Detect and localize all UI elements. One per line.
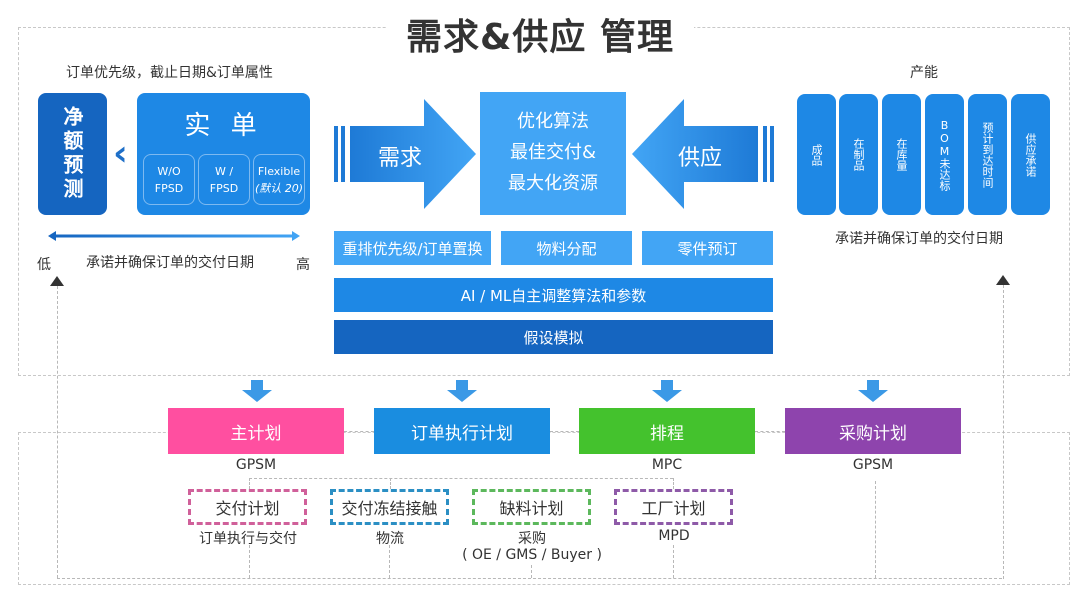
plan-master: 主计划: [168, 408, 344, 454]
supply-arrow-label: 供应: [678, 146, 723, 171]
plan-owner: GPSM: [235, 457, 277, 473]
plan-owner: MPC: [651, 457, 683, 473]
subplan-down-connector: [389, 545, 390, 578]
priority-scale-arrow-icon: [48, 231, 300, 241]
capacity-label: 成品: [810, 143, 823, 166]
procurement-connector: [875, 481, 876, 578]
capacity-caption: 产能: [910, 65, 938, 81]
capacity-inventory: 在库量: [882, 94, 921, 215]
actual-orders-title: 实 单: [184, 111, 263, 141]
feedback-arrow-up-icon: [50, 276, 64, 286]
capacity-wip: 在制品: [839, 94, 878, 215]
demand-arrow-label: 需求: [378, 146, 423, 171]
net-forecast-box: 净额预测: [38, 93, 107, 215]
order-type-line: FPSD: [154, 181, 184, 195]
plan-owner: GPSM: [852, 457, 894, 473]
subplan-connector: [390, 478, 391, 489]
subplan-connector: [673, 478, 674, 489]
capacity-finished-goods: 成品: [797, 94, 836, 215]
plan-row-connector: [755, 431, 785, 432]
capacity-bottom-caption: 承诺并确保订单的交付日期: [835, 231, 1003, 247]
plan-scheduling: 排程: [579, 408, 755, 454]
order-type-line: W/O: [157, 164, 181, 178]
subplan-owner: 采购: [518, 531, 546, 547]
scale-low-label: 低: [37, 257, 51, 273]
core-line: 优化算法: [517, 111, 589, 132]
order-type-line: FPSD: [209, 181, 239, 195]
plan-procurement: 采购计划: [785, 408, 961, 454]
capacity-label: 在库量: [895, 138, 908, 171]
subplan-delivery-freeze: 交付冻结接触: [330, 489, 449, 525]
down-arrow-icon: [242, 380, 272, 402]
order-type-flexible: Flexible (默认 20): [253, 154, 305, 205]
down-arrow-icon: [858, 380, 888, 402]
left-caption: 订单优先级，截止日期&订单属性: [66, 65, 273, 81]
ai-ml-bar: AI / ML自主调整算法和参数: [334, 278, 773, 312]
capacity-label: 供应承诺: [1024, 132, 1037, 177]
optimization-core-box: 优化算法 最佳交付& 最大化资源: [480, 92, 626, 215]
order-type-wo-fpsd: W/O FPSD: [143, 154, 195, 205]
subplan-connector: [249, 478, 673, 479]
what-if-simulation-bar: 假设模拟: [334, 320, 773, 354]
order-type-w-fpsd: W / FPSD: [198, 154, 250, 205]
scale-caption: 承诺并确保订单的交付日期: [86, 255, 254, 271]
capacity-bom-shortfall: BOM未达标: [925, 94, 964, 215]
feedback-line-right: [1003, 285, 1004, 579]
plan-order-execution: 订单执行计划: [374, 408, 550, 454]
subplan-connector: [249, 478, 250, 489]
subplan-down-connector: [673, 545, 674, 578]
page-title: 需求&供应 管理: [0, 8, 1080, 60]
function-reprioritize: 重排优先级/订单置换: [334, 231, 491, 265]
capacity-label: 在制品: [852, 138, 865, 171]
actual-orders-box: 实 单 W/O FPSD W / FPSD Flexible (默认 20): [137, 93, 310, 215]
subplan-factory: 工厂计划: [614, 489, 733, 525]
plan-row-connector: [550, 431, 579, 432]
feedback-arrow-up-right-icon: [996, 275, 1010, 285]
capacity-label: BOM未达标: [938, 118, 951, 191]
order-type-line: (默认 20): [254, 181, 304, 195]
subplan-owner-detail: ( OE / GMS / Buyer ): [462, 547, 602, 563]
feedback-line-bottom: [57, 578, 1002, 579]
function-material-allocation: 物料分配: [501, 231, 632, 265]
feedback-line-left: [57, 286, 58, 578]
subplan-delivery: 交付计划: [188, 489, 307, 525]
down-arrow-icon: [652, 380, 682, 402]
subplan-owner: 物流: [376, 531, 404, 547]
demand-arrow: [334, 99, 476, 209]
core-line: 最大化资源: [508, 173, 598, 194]
order-type-line: Flexible: [257, 164, 301, 178]
subplan-owner: 订单执行与交付: [199, 531, 297, 547]
page-title-text: 需求&供应 管理: [386, 17, 694, 58]
subplan-down-connector: [531, 565, 532, 578]
chevron-left-icon: ‹: [113, 133, 128, 174]
capacity-supply-commit: 供应承诺: [1011, 94, 1050, 215]
capacity-label: 预计到达时间: [981, 121, 994, 188]
function-parts-reservation: 零件预订: [642, 231, 773, 265]
subplan-owner: MPD: [658, 528, 690, 544]
supply-arrow: [632, 99, 774, 209]
down-arrow-icon: [447, 380, 477, 402]
plan-row-connector: [344, 431, 374, 432]
core-line: 最佳交付&: [509, 142, 597, 163]
order-type-line: W /: [214, 164, 234, 178]
subplan-shortage: 缺料计划: [472, 489, 591, 525]
scale-high-label: 高: [296, 257, 310, 273]
capacity-eta: 预计到达时间: [968, 94, 1007, 215]
subplan-down-connector: [249, 545, 250, 578]
